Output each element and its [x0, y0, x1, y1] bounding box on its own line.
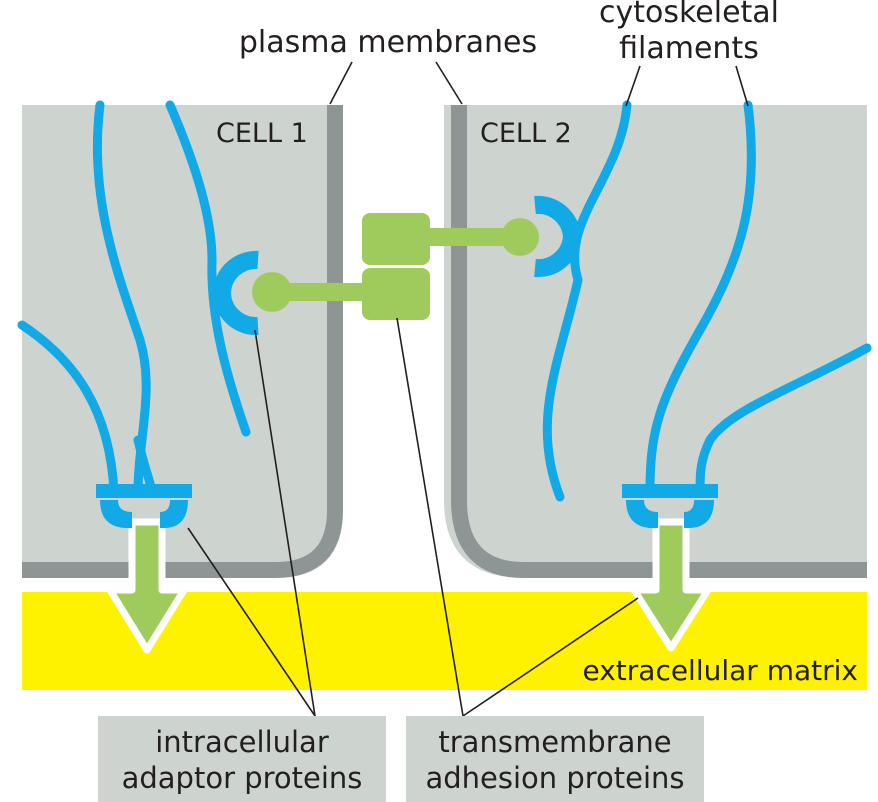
- leader-line-adaptor-1: [187, 527, 316, 717]
- intracellular-adaptor-protein: [622, 484, 718, 529]
- label-box-adhesion: [406, 716, 704, 802]
- leader-line-membrane-1: [329, 61, 353, 105]
- cell-2: [444, 105, 867, 578]
- intracellular-adaptor-protein: [212, 250, 259, 336]
- cytoskeletal-filament: [645, 100, 756, 495]
- label-adaptor-line1: intracellular: [155, 725, 329, 759]
- cell-cell-junction-upper: [362, 195, 582, 278]
- label-cell-2: CELL 2: [480, 118, 572, 149]
- label-adhesion-line2: adhesion proteins: [425, 761, 684, 795]
- leader-line-membrane-2: [435, 61, 463, 105]
- intracellular-adaptor-protein: [534, 195, 582, 278]
- cell-2-filaments: [542, 100, 872, 502]
- leader-line-filament-1: [625, 65, 641, 107]
- label-adhesion-line1: transmembrane: [438, 725, 671, 759]
- transmembrane-adhesion-protein: [362, 213, 430, 265]
- cytoskeletal-filament: [17, 320, 119, 497]
- cell-matrix-junction-1: [96, 484, 192, 654]
- leader-line-adhesion-1: [396, 317, 464, 717]
- cell-matrix-junction-2: [622, 484, 718, 652]
- adhesion-protein-head: [501, 218, 539, 256]
- label-cell-1: CELL 1: [216, 118, 308, 149]
- label-box-adaptor: [98, 716, 386, 802]
- transmembrane-adhesion-protein: [630, 518, 712, 652]
- intracellular-adaptor-protein: [96, 484, 192, 529]
- transmembrane-adhesion-protein: [106, 518, 188, 654]
- cell-cell-junction-lower: [212, 250, 430, 336]
- label-adaptor-line2: adaptor proteins: [122, 761, 363, 795]
- cell-2-plasma-membrane: [451, 105, 867, 578]
- adhesion-protein-head: [252, 272, 292, 312]
- cytoskeletal-filament: [165, 100, 251, 437]
- label-cytoskeletal-line2: filaments: [619, 31, 759, 66]
- adhesion-protein-stalk: [272, 283, 364, 301]
- adhesion-protein-stalk: [428, 228, 518, 246]
- leader-line-adhesion-2: [462, 597, 639, 717]
- label-cytoskeletal-line1: cytoskeletal: [599, 0, 779, 30]
- label-plasma-membranes: plasma membranes: [239, 25, 537, 60]
- cell-1-plasma-membrane: [22, 105, 343, 578]
- leader-line-adaptor-2: [254, 329, 316, 717]
- cell-2-cytoplasm: [444, 105, 867, 578]
- cell-1-filaments: [17, 100, 251, 497]
- transmembrane-adhesion-protein: [362, 268, 430, 320]
- cytoskeletal-filament: [695, 343, 872, 495]
- leader-lines: [187, 61, 749, 717]
- cytoskeletal-filament: [542, 100, 632, 502]
- leader-line-filament-2: [735, 65, 749, 107]
- label-extracellular-matrix: extracellular matrix: [582, 654, 858, 687]
